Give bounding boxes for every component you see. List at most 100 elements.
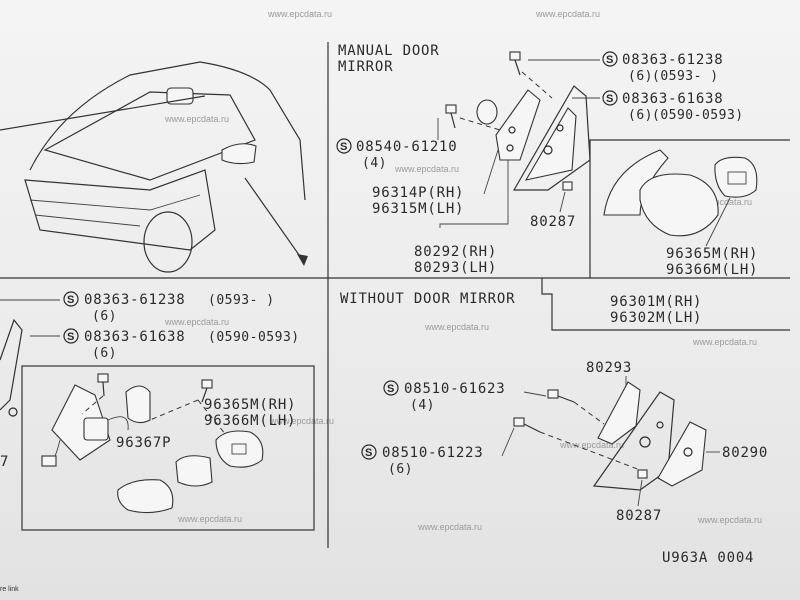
leader-line xyxy=(523,391,547,397)
part-number: 08363-61638 xyxy=(622,91,724,107)
car-grille-line xyxy=(29,194,201,211)
screw-part xyxy=(547,389,575,403)
part-number: 80287 xyxy=(616,508,662,524)
car-hood xyxy=(24,169,216,251)
clip-part xyxy=(562,181,573,191)
door-corner-piece xyxy=(524,107,577,181)
part-number: 96315M(LH) xyxy=(372,201,464,217)
part-number: 96367P xyxy=(116,435,171,451)
watermark-text: www.epcdata.ru xyxy=(692,337,757,347)
part-number-fragment: 7 xyxy=(0,454,9,470)
interior-mirror xyxy=(166,87,194,105)
watermark-text: www.epcdata.ru xyxy=(559,440,624,450)
screw-part xyxy=(97,373,109,397)
screw-part xyxy=(201,379,213,403)
part-number: 96314P(RH) xyxy=(372,185,464,201)
watermark-text: www.epcdata.ru xyxy=(269,416,334,426)
vehicle-overview-sketch xyxy=(0,61,308,273)
part-date-range: (0593- ) xyxy=(208,293,275,308)
watermark-text: www.epcdata.ru xyxy=(417,522,482,532)
page-caption: re link xyxy=(0,586,19,593)
leader-line xyxy=(439,160,509,228)
watermark-text: www.epcdata.ru xyxy=(697,515,762,525)
part-quantity: (6) xyxy=(388,462,413,477)
section-power-mirror-detail: S 08363-61238 (0593- ) (6) S 08363-61638… xyxy=(0,291,299,514)
mirror-motor xyxy=(83,417,109,441)
leader-line xyxy=(0,95,206,131)
part-number: 08510-61623 xyxy=(404,381,506,397)
screw-symbol-letter: S xyxy=(365,447,372,459)
door-edge xyxy=(0,318,23,411)
watermark-text: www.epcdata.ru xyxy=(267,9,332,19)
leader-line xyxy=(483,149,499,195)
screw-symbol xyxy=(602,51,618,67)
screw-symbol xyxy=(361,444,377,460)
grommet-part xyxy=(476,99,498,125)
mirror-housing-frame xyxy=(175,455,213,487)
part-number: 08540-61210 xyxy=(356,139,458,155)
screw-symbol xyxy=(63,291,79,307)
mirror-cover xyxy=(117,479,174,514)
screw-symbol xyxy=(63,328,79,344)
assembly-dash-line xyxy=(573,401,605,425)
watermark-text: www.epcdata.ru xyxy=(424,322,489,332)
screw-symbol-letter: S xyxy=(606,93,613,105)
part-date-range: (0593- ) xyxy=(652,69,719,84)
door-corner-panel xyxy=(592,391,675,491)
connector xyxy=(41,455,57,467)
screw-symbol-letter: S xyxy=(387,383,394,395)
mirror-glass xyxy=(215,430,264,468)
assembly-dash-line xyxy=(149,399,199,421)
leader-line xyxy=(501,427,515,457)
screw-symbol xyxy=(336,138,352,154)
watermarks: www.epcdata.ru www.epcdata.ru www.epcdat… xyxy=(164,9,762,532)
part-quantity: (4) xyxy=(410,398,435,413)
car-roof-outline xyxy=(29,61,306,201)
watermark-text: www.epcdata.ru xyxy=(164,317,229,327)
screw-symbol-letter: S xyxy=(340,141,347,153)
assembly-dash-line xyxy=(539,431,641,471)
leader-arrow xyxy=(244,177,305,263)
part-number: 80292(RH) xyxy=(414,244,497,260)
part-quantity: (4) xyxy=(362,156,387,171)
section-without-door-mirror: WITHOUT DOOR MIRROR 80293 S 08510-61623 … xyxy=(340,291,768,566)
arrow-head xyxy=(297,254,308,266)
mirror-delete-plate xyxy=(657,421,707,487)
part-number: 96365M(RH) xyxy=(666,246,758,262)
part-number: 80290 xyxy=(722,445,768,461)
screw-symbol xyxy=(383,380,399,396)
part-number: 96365M(RH) xyxy=(204,397,296,413)
screw-symbol-letter: S xyxy=(606,54,613,66)
car-door-mirror xyxy=(221,143,257,165)
car-bumper-line xyxy=(34,214,141,227)
mirror-actuator-cover xyxy=(125,385,151,424)
car-wheel xyxy=(143,211,193,273)
part-number: 80293(LH) xyxy=(414,260,497,276)
screw-part xyxy=(509,51,521,76)
leader-line xyxy=(705,197,731,247)
assembly-dash-line xyxy=(521,71,553,99)
watermark-text: www.epcdata.ru xyxy=(164,114,229,124)
part-number: 08363-61638 xyxy=(84,329,186,345)
wire-harness xyxy=(107,416,129,431)
detail-box-mirror xyxy=(589,139,790,278)
part-number: 96301M(RH) xyxy=(610,294,702,310)
section-title: MIRROR xyxy=(338,59,393,75)
part-quantity: (6) xyxy=(628,108,653,123)
assembly-dash-line xyxy=(81,395,104,415)
corner-cover-piece xyxy=(597,381,641,445)
section-manual-door-mirror: MANUAL DOOR MIRROR S 08363-61238 (6) (05… xyxy=(336,43,758,326)
screw-symbol xyxy=(602,90,618,106)
watermark-text: www.epcdata.ru xyxy=(535,9,600,19)
leader-line xyxy=(637,479,643,507)
part-quantity: (6) xyxy=(628,69,653,84)
part-quantity: (6) xyxy=(92,309,117,324)
mirror-base-bracket xyxy=(495,89,541,161)
part-number: 96366M(LH) xyxy=(666,262,758,278)
part-number: 96302M(LH) xyxy=(610,310,702,326)
assembly-dash-line xyxy=(459,117,501,131)
diagram-code: U963A 0004 xyxy=(662,550,754,566)
part-number: 08363-61238 xyxy=(84,292,186,308)
